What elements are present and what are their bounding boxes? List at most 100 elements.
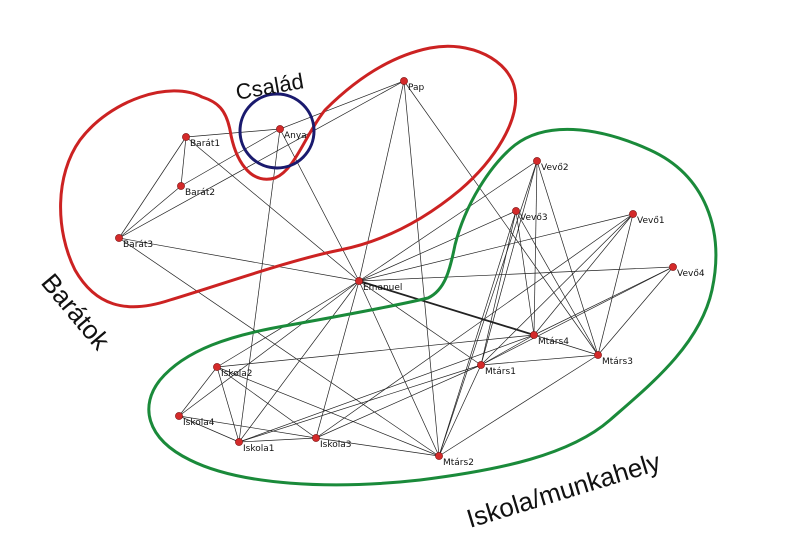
node-vevo4: Vevő4 (669, 263, 705, 279)
node-label: Iskola4 (183, 418, 215, 428)
edge-emanuel-mtars2 (358, 280, 440, 457)
node-label: Vevő4 (677, 269, 705, 279)
edge-barat1-barat2 (180, 136, 187, 187)
edge-barat1-barat3 (118, 136, 187, 239)
node-dot (669, 263, 677, 271)
node-label: Mtárs1 (485, 367, 516, 377)
friends-group-label: Barátok (35, 268, 116, 357)
node-vevo2: Vevő2 (533, 157, 569, 173)
node-vevo1: Vevő1 (629, 210, 665, 226)
node-dot (115, 234, 123, 242)
node-emanuel: Emanuel (355, 277, 402, 293)
node-barat3: Barát3 (115, 234, 153, 250)
node-iskola1: Iskola1 (235, 438, 274, 454)
edge-mtars3-mtars2 (438, 354, 599, 457)
node-iskola2: Iskola2 (213, 363, 252, 379)
edge-mtars4-iskola1 (238, 334, 535, 443)
node-label: Anya (284, 131, 307, 141)
edge-vevo2-mtars2 (438, 160, 538, 457)
edge-anya-pap (279, 80, 405, 130)
edge-barat1-emanuel (185, 136, 360, 282)
edge-mtars1-iskola3 (315, 364, 482, 439)
edge-pap-emanuel (358, 80, 405, 282)
node-barat1: Barát1 (182, 133, 220, 149)
node-label: Mtárs3 (602, 357, 633, 367)
edge-barat1-anya (185, 128, 281, 138)
edge-vevo1-iskola3 (315, 213, 634, 439)
edge-barat2-anya (180, 128, 281, 187)
edge-iskola4-iskola3 (178, 415, 317, 439)
node-vevo3: Vevő3 (512, 207, 548, 223)
node-iskola3: Iskola3 (312, 434, 351, 450)
node-dot (276, 125, 284, 133)
node-label: Mtárs2 (443, 458, 474, 468)
edge-emanuel-iskola4 (178, 280, 360, 417)
node-mtars2: Mtárs2 (435, 452, 474, 468)
node-iskola4: Iskola4 (175, 412, 215, 428)
edge-vevo3-mtars2 (438, 210, 517, 457)
node-label: Barát1 (190, 139, 220, 149)
node-dot (312, 434, 320, 442)
edge-vevo2-mtars1 (480, 160, 538, 366)
node-label: Iskola1 (243, 444, 274, 454)
node-dot (512, 207, 520, 215)
edge-vevo4-mtars3 (597, 266, 674, 356)
edge-mtars3-mtars1 (480, 354, 599, 366)
edge-vevo1-mtars1 (480, 213, 634, 366)
school-work-group-label: Iskola/munkahely (463, 446, 664, 533)
node-dot (400, 77, 408, 85)
node-mtars4: Mtárs4 (530, 331, 569, 347)
edge-vevo1-mtars3 (597, 213, 634, 356)
edge-mtars1-iskola1 (238, 364, 482, 443)
edge-emanuel-vevo1 (358, 213, 634, 282)
edge-barat2-barat3 (118, 185, 182, 239)
edge-emanuel-vevo4 (358, 266, 674, 282)
node-anya: Anya (276, 125, 307, 141)
edge-iskola4-iskola1 (178, 415, 240, 443)
edge-vevo3-mtars4 (515, 210, 535, 336)
edge-anya-emanuel (279, 128, 360, 282)
strong-edge-emanuel-mtars4 (358, 280, 535, 336)
node-dot (530, 331, 538, 339)
edge-mtars1-mtars2 (438, 364, 482, 457)
edge-iskola3-mtars2 (315, 437, 440, 457)
edges-layer (118, 80, 674, 457)
node-dot (182, 133, 190, 141)
node-dot (629, 210, 637, 218)
nodes-layer: Barát1Barát2Barát3AnyaPapEmanuelVevő2Vev… (115, 77, 705, 468)
node-label: Barát3 (123, 240, 153, 250)
edge-iskola2-iskola3 (216, 366, 317, 439)
node-label: Iskola3 (320, 440, 351, 450)
edge-vevo3-mtars3 (515, 210, 599, 356)
node-dot (175, 412, 183, 420)
edge-iskola2-iskola4 (178, 366, 218, 417)
edge-vevo4-mtars4 (533, 266, 674, 336)
node-dot (177, 182, 185, 190)
family-group-outline (238, 92, 316, 170)
node-label: Emanuel (363, 283, 402, 293)
node-label: Vevő3 (520, 213, 548, 223)
node-dot (235, 438, 243, 446)
edge-iskola2-iskola1 (216, 366, 240, 443)
edge-iskola1-iskola3 (238, 437, 317, 443)
node-pap: Pap (400, 77, 425, 93)
node-dot (355, 277, 363, 285)
node-mtars3: Mtárs3 (594, 351, 633, 367)
node-dot (594, 351, 602, 359)
friends-group-outline (59, 44, 518, 309)
node-label: Iskola2 (221, 369, 252, 379)
edge-vevo2-mtars4 (533, 160, 538, 336)
edge-pap-barat3 (118, 80, 405, 239)
node-mtars1: Mtárs1 (477, 361, 516, 377)
group-labels: Család Barátok Iskola/munkahely (35, 68, 663, 533)
edge-emanuel-iskola1 (238, 280, 360, 443)
node-dot (435, 452, 443, 460)
edge-emanuel-vevo2 (358, 160, 538, 282)
edge-emanuel-vevo3 (358, 210, 517, 282)
node-dot (213, 363, 221, 371)
edge-vevo3-mtars1 (480, 210, 517, 366)
edge-emanuel-iskola3 (315, 280, 360, 439)
edge-anya-iskola1 (238, 128, 281, 443)
edge-pap-mtars2 (403, 80, 440, 457)
